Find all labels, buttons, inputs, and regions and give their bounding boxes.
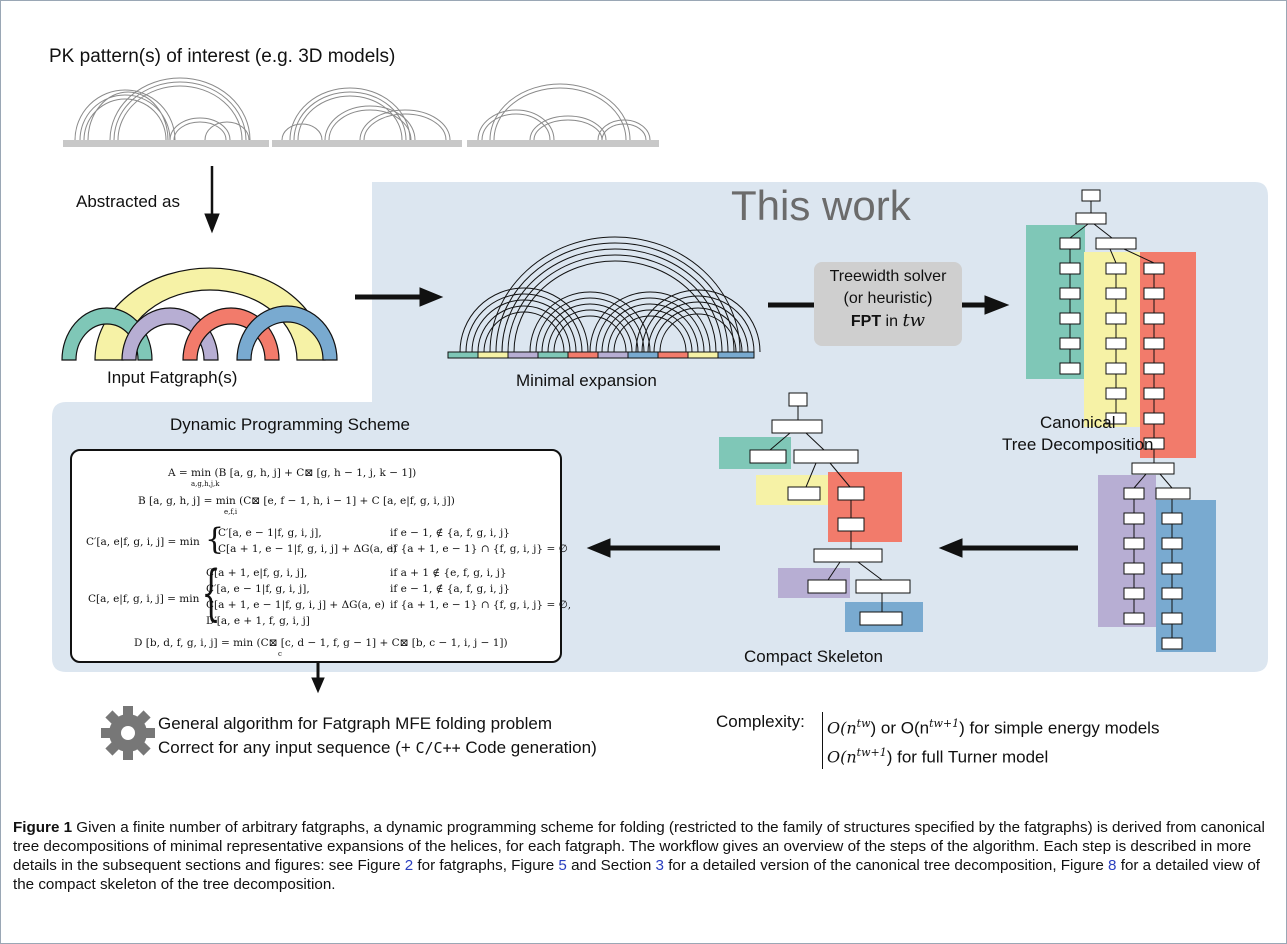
- pk-backbone-3: [467, 140, 659, 147]
- compact-skeleton: [719, 392, 923, 632]
- this-work-title: This work: [731, 182, 911, 229]
- cx2-sup: tw+1: [856, 745, 887, 759]
- pk-backbone-1: [63, 140, 269, 147]
- arrow-to-expansion: [355, 287, 444, 307]
- minimal-expansion: [447, 236, 761, 359]
- equation-c-r1: C[a + 1, e|f, g, i, j],: [206, 567, 308, 579]
- fpt-in: in: [881, 313, 903, 330]
- cx1-c: ) for simple energy models: [959, 718, 1160, 738]
- equation-c-r3: C[a + 1, e − 1|f, g, i, j] + ΔG(a, e): [206, 599, 385, 611]
- cx2-a: O(n: [827, 747, 857, 767]
- equation-c-c3: if {a + 1, e − 1} ∩ {f, g, i, j} = ∅,: [390, 599, 572, 611]
- general-line1: General algorithm for Fatgraph MFE foldi…: [158, 714, 553, 733]
- canonical-line1: Canonical: [1039, 413, 1116, 432]
- brace-c: {: [201, 558, 221, 628]
- caption-text-3: and Section: [566, 857, 656, 874]
- brace-cprime: {: [205, 522, 225, 557]
- equation-c-r4: D′[a, e + 1, f, g, i, j]: [206, 615, 310, 627]
- input-fatgraph: [61, 267, 338, 361]
- canonical-tree-label: Canonical Tree Decomposition: [1002, 412, 1154, 456]
- equation-cprime-c2: if {a + 1, e − 1} ∩ {f, g, i, j} = ∅: [390, 543, 568, 555]
- equation-cprime-c1: if e − 1, ∉ {a, f, g, i, j}: [390, 527, 510, 539]
- caption-text-1: Given a finite number of arbitrary fatgr…: [13, 819, 1265, 874]
- general-line2: Correct for any input sequence (+ C/C++ …: [158, 736, 597, 760]
- equation-d-sub: c: [278, 650, 282, 658]
- arrow-to-skeleton: [938, 538, 1078, 558]
- arrow-abstracted: [204, 166, 220, 234]
- equation-b: B [a, g, h, j] = min (C⊠ [e, f − 1, h, i…: [138, 495, 455, 507]
- cx1-sup-b: tw+1: [929, 717, 960, 730]
- equation-c-lhs: C[a, e|f, g, i, j] = min: [88, 593, 200, 605]
- dp-equation-box: A = min (B [a, g, h, j] + C⊠ [g, h − 1, …: [70, 449, 571, 663]
- minimal-expansion-label: Minimal expansion: [516, 371, 657, 390]
- algorithm-summary: General algorithm for Fatgraph MFE foldi…: [158, 712, 597, 760]
- caption-text-2: for fatgraphs, Figure: [413, 857, 559, 874]
- equation-c-r2: C′[a, e − 1|f, g, i, j],: [206, 583, 310, 595]
- cx1-sup-a: tw: [856, 717, 871, 730]
- caption-text-5: for a detailed view of the compact skele…: [13, 857, 1261, 893]
- code-language: C/C++: [415, 739, 461, 757]
- equation-a: A = min (B [a, g, h, j] + C⊠ [g, h − 1, …: [168, 467, 417, 479]
- dp-scheme-title: Dynamic Programming Scheme: [170, 415, 410, 434]
- pk-pattern-title: PK pattern(s) of interest (e.g. 3D model…: [49, 46, 396, 67]
- equation-b-sub: e,f,i: [224, 508, 238, 516]
- equation-cprime-lhs: C′[a, e|f, g, i, j] = min: [86, 536, 200, 548]
- caption-label: Figure 1: [13, 819, 73, 836]
- input-fatgraph-label: Input Fatgraph(s): [107, 368, 238, 387]
- fpt-label: FPT: [850, 313, 882, 330]
- abstracted-as-label: Abstracted as: [76, 192, 180, 211]
- figure-caption: Figure 1 Given a finite number of arbitr…: [13, 818, 1275, 894]
- tw-symbol: tw: [902, 310, 926, 331]
- complexity-line2: O(ntw+1) for full Turner model: [827, 741, 1159, 770]
- treewidth-line1: Treewidth solver: [829, 268, 947, 285]
- arrow-treewidth: [768, 295, 1010, 315]
- general-line2-a: Correct for any input sequence (+: [158, 738, 416, 757]
- complexity-values: O(ntw) or O(ntw+1) for simple energy mod…: [822, 712, 1159, 770]
- canonical-line2: Tree Decomposition: [1002, 435, 1154, 454]
- equation-d: D [b, d, f, g, i, j] = min (C⊠ [c, d − 1…: [134, 637, 508, 649]
- caption-text-4: for a detailed version of the canonical …: [663, 857, 1109, 874]
- equation-cprime-r2: C[a + 1, e − 1|f, g, i, j] + ΔG(a, e): [218, 543, 397, 555]
- cx1-a: O(n: [827, 718, 857, 738]
- canonical-tree: [1026, 189, 1216, 652]
- fpt-line: FPT in tw: [814, 310, 962, 333]
- complexity-line1: O(ntw) or O(ntw+1) for simple energy mod…: [827, 712, 1159, 741]
- pk-patterns: [63, 77, 659, 147]
- caption-ref-figure-5[interactable]: 5: [558, 857, 567, 874]
- cx2-b: ) for full Turner model: [886, 747, 1049, 767]
- arrow-dp-down: [311, 663, 325, 694]
- compact-skeleton-label: Compact Skeleton: [744, 647, 883, 666]
- equation-c-c2: if e − 1, ∉ {a, f, g, i, j}: [390, 583, 510, 595]
- pk-backbone-2: [272, 140, 462, 147]
- general-line2-b: Code generation): [460, 738, 597, 757]
- caption-ref-figure-2[interactable]: 2: [404, 857, 414, 874]
- cx1-b: ) or O(n: [870, 718, 930, 738]
- equation-cprime-r1: C′[a, e − 1|f, g, i, j],: [218, 527, 322, 539]
- arrow-to-dp: [586, 538, 720, 558]
- gear-icon: [101, 706, 155, 760]
- caption-ref-figure-8[interactable]: 8: [1108, 857, 1117, 874]
- treewidth-solver-box: Treewidth solver (or heuristic) FPT in t…: [814, 262, 962, 346]
- complexity-label: Complexity:: [716, 712, 805, 731]
- treewidth-line2: (or heuristic): [843, 290, 933, 307]
- equation-c-c1: if a + 1 ∉ {e, f, g, i, j}: [390, 567, 507, 579]
- caption-ref-section-3[interactable]: 3: [655, 857, 664, 874]
- equation-a-sub: a,g,h,j,k: [191, 480, 220, 488]
